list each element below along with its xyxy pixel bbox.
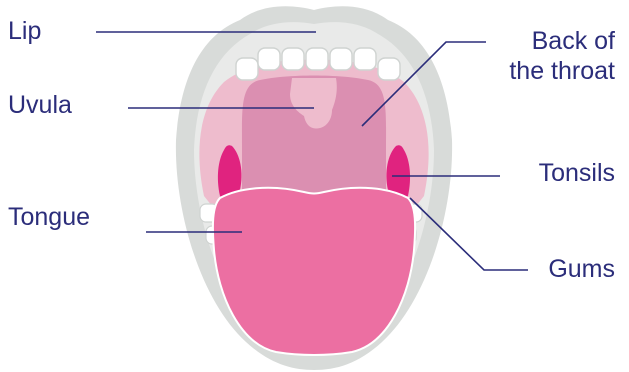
label-uvula: Uvula <box>8 90 72 120</box>
upper-tooth <box>306 48 328 70</box>
label-lip: Lip <box>8 16 41 46</box>
label-back-of-throat-line2: the throat <box>509 56 615 86</box>
tongue <box>213 188 415 355</box>
upper-tooth <box>354 48 376 70</box>
label-tonsils: Tonsils <box>539 158 615 188</box>
label-back-of-throat: Back of the throat <box>509 26 615 86</box>
upper-tooth <box>330 48 352 70</box>
label-gums: Gums <box>548 254 615 284</box>
upper-tooth <box>378 58 400 80</box>
label-back-of-throat-line1: Back of <box>509 26 615 56</box>
label-tongue: Tongue <box>8 202 90 232</box>
upper-tooth <box>258 48 280 70</box>
upper-tooth <box>236 58 258 80</box>
upper-tooth <box>282 48 304 70</box>
